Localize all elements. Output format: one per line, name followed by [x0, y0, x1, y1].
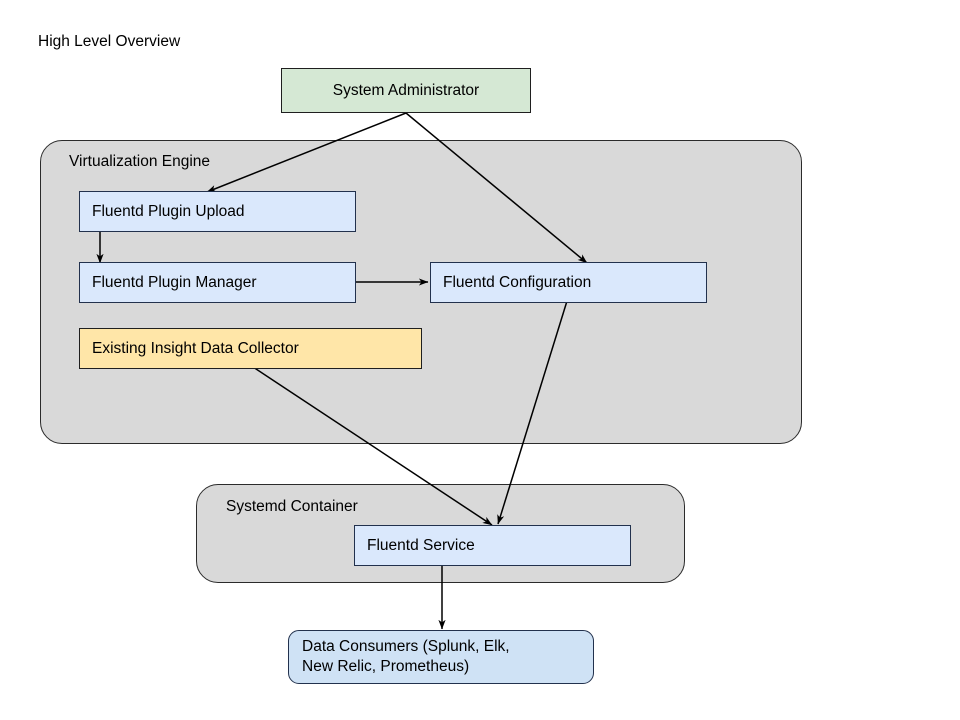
node-label-fluentd-plugin-manager: Fluentd Plugin Manager	[92, 273, 257, 291]
node-fluentd-configuration[interactable]: Fluentd Configuration	[430, 262, 707, 303]
node-system-administrator[interactable]: System Administrator	[281, 68, 531, 113]
node-label-fluentd-plugin-upload: Fluentd Plugin Upload	[92, 202, 245, 220]
node-fluentd-plugin-manager[interactable]: Fluentd Plugin Manager	[79, 262, 356, 303]
node-fluentd-plugin-upload[interactable]: Fluentd Plugin Upload	[79, 191, 356, 232]
node-label-fluentd-service: Fluentd Service	[367, 536, 475, 554]
page-title: High Level Overview	[38, 33, 181, 50]
group-label-virtualization-engine: Virtualization Engine	[69, 153, 211, 170]
group-label-systemd-container: Systemd Container	[226, 498, 358, 515]
node-label-system-administrator: System Administrator	[332, 81, 480, 99]
node-label-fluentd-configuration: Fluentd Configuration	[443, 273, 592, 291]
node-label-data-consumers: Data Consumers (Splunk, Elk, New Relic, …	[302, 638, 510, 675]
node-label-existing-insight-data-collector: Existing Insight Data Collector	[92, 339, 299, 357]
node-existing-insight-data-collector[interactable]: Existing Insight Data Collector	[79, 328, 422, 369]
node-fluentd-service[interactable]: Fluentd Service	[354, 525, 631, 566]
node-data-consumers[interactable]: Data Consumers (Splunk, Elk, New Relic, …	[288, 630, 594, 684]
